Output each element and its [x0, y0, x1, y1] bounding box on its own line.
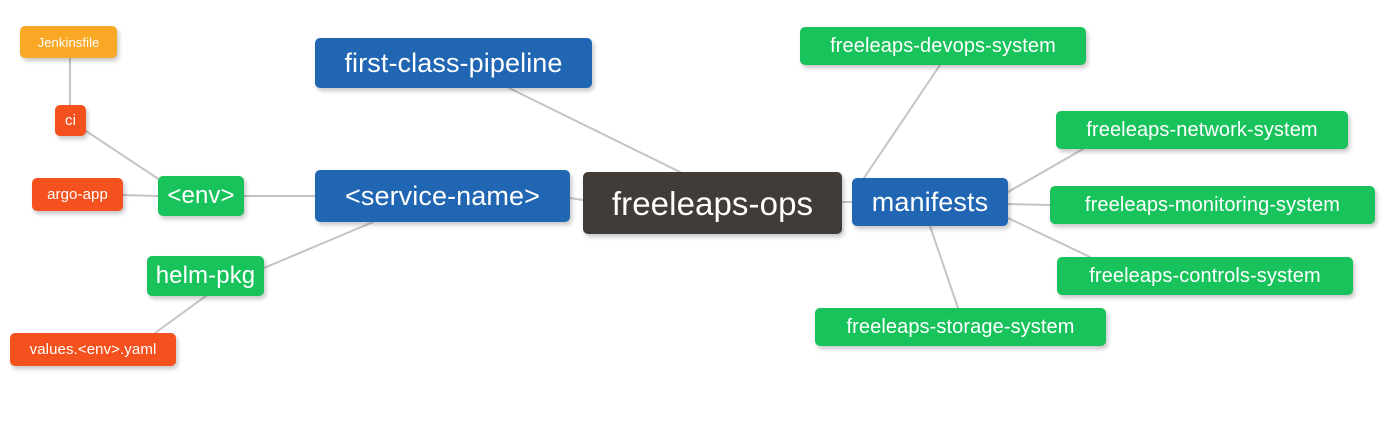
node-label-controls-system: freeleaps-controls-system [1089, 265, 1321, 287]
node-service-name[interactable]: <service-name> [315, 170, 570, 222]
node-ci[interactable]: ci [55, 105, 86, 136]
edge-manifests-to-devops-system [863, 64, 941, 179]
edge-service-name-to-freeleaps-ops [569, 197, 584, 201]
edge-manifests-to-monitoring-system [1007, 203, 1051, 206]
edge-first-class-to-freeleaps-ops [508, 87, 681, 173]
node-argo-app[interactable]: argo-app [32, 178, 123, 211]
node-monitoring-system[interactable]: freeleaps-monitoring-system [1050, 186, 1375, 224]
node-label-storage-system: freeleaps-storage-system [846, 316, 1075, 338]
node-controls-system[interactable]: freeleaps-controls-system [1057, 257, 1353, 295]
node-values-yaml[interactable]: values.<env>.yaml [10, 333, 176, 366]
node-label-argo-app: argo-app [47, 186, 108, 203]
node-label-monitoring-system: freeleaps-monitoring-system [1084, 194, 1340, 216]
node-label-helm-pkg: helm-pkg [155, 262, 256, 289]
edge-values-yaml-to-helm-pkg [154, 295, 207, 334]
node-jenkinsfile[interactable]: Jenkinsfile [20, 26, 117, 58]
node-freeleaps-ops[interactable]: freeleaps-ops [583, 172, 842, 234]
node-label-devops-system: freeleaps-devops-system [830, 35, 1056, 57]
node-network-system[interactable]: freeleaps-network-system [1056, 111, 1348, 149]
node-label-jenkinsfile: Jenkinsfile [37, 34, 100, 50]
node-label-manifests: manifests [871, 186, 989, 217]
edge-argo-app-to-env [122, 194, 159, 197]
node-manifests[interactable]: manifests [852, 178, 1008, 226]
node-label-ci: ci [64, 112, 77, 129]
node-label-freeleaps-ops: freeleaps-ops [611, 184, 814, 222]
node-label-env: <env> [167, 182, 235, 209]
node-label-network-system: freeleaps-network-system [1086, 119, 1318, 141]
node-label-values-yaml: values.<env>.yaml [29, 341, 157, 358]
node-env[interactable]: <env> [158, 176, 244, 216]
edge-helm-pkg-to-service-name [263, 221, 374, 269]
node-label-service-name: <service-name> [345, 180, 540, 211]
edge-manifests-to-storage-system [929, 225, 959, 309]
node-storage-system[interactable]: freeleaps-storage-system [815, 308, 1106, 346]
node-helm-pkg[interactable]: helm-pkg [147, 256, 264, 296]
edge-ci-to-env [85, 130, 161, 181]
node-devops-system[interactable]: freeleaps-devops-system [800, 27, 1086, 65]
node-label-first-class: first-class-pipeline [344, 47, 563, 78]
node-first-class[interactable]: first-class-pipeline [315, 38, 592, 88]
